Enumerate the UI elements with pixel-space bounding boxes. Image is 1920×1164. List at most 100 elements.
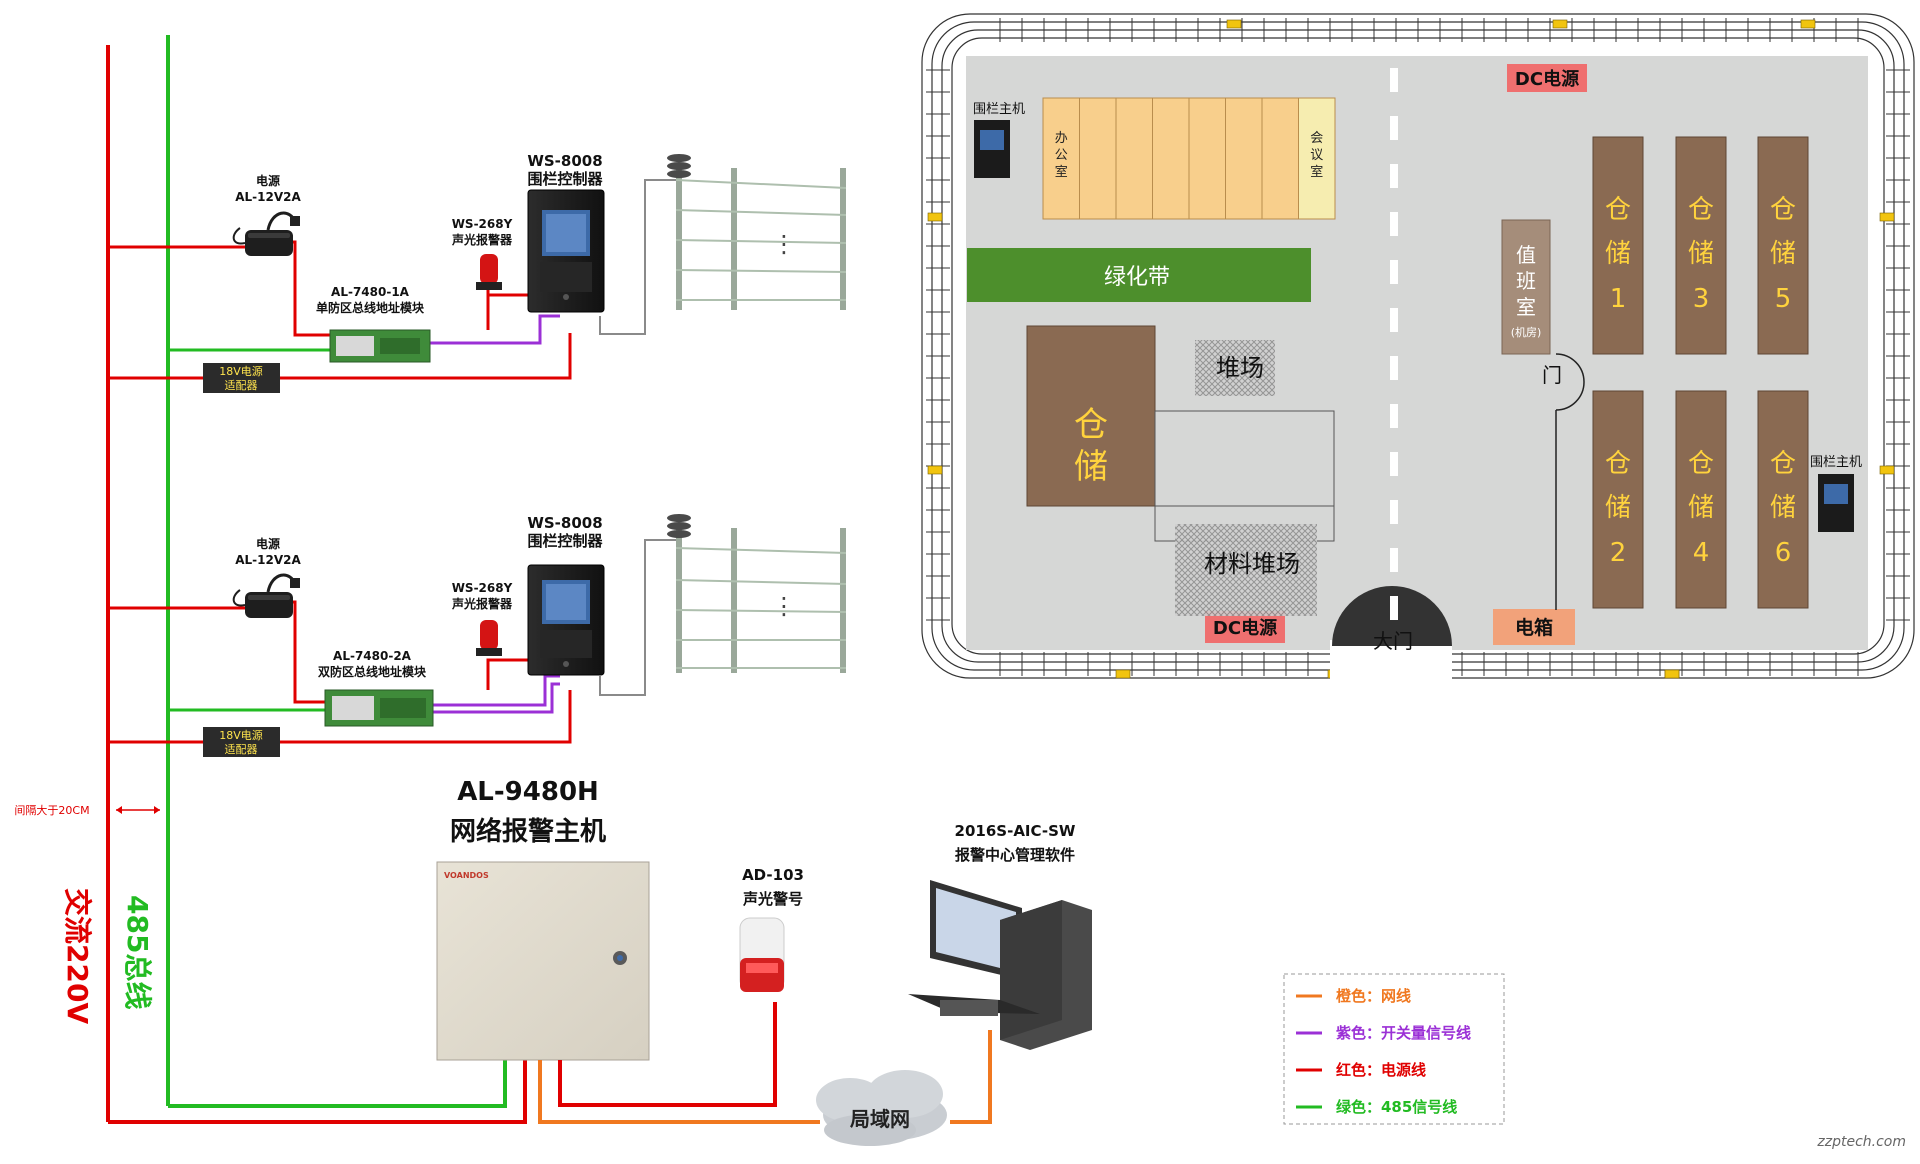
office-label-char: 室 <box>1055 164 1068 180</box>
host-box-brand: VOANDOS <box>444 871 489 880</box>
strobe-siren <box>739 917 785 992</box>
warehouse-char: 仓 <box>1770 449 1796 479</box>
module2-model: AL-7480-2A <box>333 649 412 663</box>
duty-room-char2: 班 <box>1516 269 1536 293</box>
warning-tag <box>1879 212 1895 222</box>
controller1-name: 围栏控制器 <box>527 170 603 188</box>
elec-box <box>1493 609 1575 645</box>
pc-network-cable <box>950 1030 992 1124</box>
siren1-name: 声光报警器 <box>451 232 513 247</box>
address-module-1 <box>329 329 431 363</box>
office-label-char: 公 <box>1055 148 1068 163</box>
fence2-dots: ⋮ <box>772 592 796 620</box>
fence1-dots: ⋮ <box>772 230 796 258</box>
warning-tag <box>1115 669 1131 679</box>
road-dash <box>1390 164 1398 188</box>
warning-tag <box>1552 19 1568 29</box>
road-dash <box>1390 452 1398 476</box>
warehouse-2 <box>1592 390 1644 609</box>
gate-gap <box>1330 640 1452 680</box>
bus-line-label: 485总线 <box>121 895 154 1009</box>
road-dash <box>1390 68 1398 92</box>
bus-bottom-run <box>168 1060 507 1108</box>
power-supply-2 <box>232 573 300 618</box>
warehouse-number: 4 <box>1693 538 1710 568</box>
warehouse-char: 仓 <box>1688 449 1714 479</box>
warehouse-number: 6 <box>1775 538 1792 568</box>
duty-room-char1: 值 <box>1516 243 1536 267</box>
fence-host-right-label: 围栏主机 <box>1810 455 1862 470</box>
warehouse-char: 储 <box>1688 239 1714 269</box>
lan-cloud: 局域网 <box>816 1070 947 1146</box>
controller1-model: WS-8008 <box>527 152 602 170</box>
office-cell <box>1225 97 1263 220</box>
road-dash <box>1390 500 1398 524</box>
road-dash <box>1390 548 1398 572</box>
fence-host-left-label: 围栏主机 <box>973 102 1025 117</box>
warehouse-number: 2 <box>1610 538 1627 568</box>
module1-model: AL-7480-1A <box>331 285 410 299</box>
fence-controller-2 <box>527 564 605 676</box>
material-pile <box>1175 524 1317 616</box>
adapter2-line1: 18V电源 <box>219 728 263 742</box>
road-dash <box>1390 308 1398 332</box>
warehouse-char: 仓 <box>1770 195 1796 225</box>
warehouse-1 <box>1592 136 1644 355</box>
warehouse-5 <box>1757 136 1809 355</box>
power-label-2: 电源 <box>256 536 280 551</box>
module1-name: 单防区总线地址模块 <box>316 300 425 315</box>
warehouse-3 <box>1675 136 1727 355</box>
office-cell <box>1261 97 1299 220</box>
warehouse-number: 5 <box>1775 284 1792 314</box>
siren1-model: WS-268Y <box>452 217 513 231</box>
alarm-model: AD-103 <box>742 866 804 884</box>
road-dash <box>1390 356 1398 380</box>
adapter-18v-1: 18V电源 适配器 <box>203 363 280 393</box>
fence-link-1 <box>599 179 680 335</box>
storage-main-char1: 仓 <box>1074 405 1108 445</box>
legend-label: 红色：电源线 <box>1336 1061 1426 1079</box>
duty-door-arc <box>1555 353 1585 411</box>
controller2-name: 围栏控制器 <box>527 532 603 550</box>
office-cell <box>1042 97 1080 220</box>
duty-room-sub: (机房) <box>1511 325 1542 339</box>
wiring-schematic: 电源 AL-12V2A AL-7480-1A 单防区总线地址模块 WS-268Y… <box>14 35 1505 1146</box>
adapter-18v-2: 18V电源 适配器 <box>203 727 280 757</box>
warehouse-char: 储 <box>1605 493 1631 523</box>
dc-power-top-label: DC电源 <box>1515 68 1579 90</box>
adapter1-line1: 18V电源 <box>219 364 263 378</box>
dc-power-top <box>1507 64 1587 92</box>
warning-tag <box>927 465 943 475</box>
workstation-pc <box>908 880 1092 1050</box>
dc-power-bottom <box>1205 611 1285 643</box>
host-to-siren-power <box>558 1002 777 1107</box>
warning-tag <box>1226 19 1242 29</box>
meeting-label-char: 室 <box>1310 164 1323 180</box>
warehouse-char: 仓 <box>1688 195 1714 225</box>
warehouse-char: 储 <box>1605 239 1631 269</box>
office-label-char: 办 <box>1055 131 1068 146</box>
warehouse-number: 3 <box>1693 284 1710 314</box>
signal-line-2a <box>430 674 560 707</box>
legend-label: 紫色：开关量信号线 <box>1336 1024 1471 1042</box>
material-yard-label: 材料堆场 <box>1204 550 1300 578</box>
duty-room-char3: 室 <box>1516 295 1536 319</box>
meeting-label-char: 议 <box>1310 148 1323 163</box>
warning-tag <box>1664 669 1680 679</box>
spacing-note: 间隔大于20CM <box>14 803 89 817</box>
power-to-module-2 <box>292 600 325 704</box>
controller2-model: WS-8008 <box>527 514 602 532</box>
yard-label: 堆场 <box>1216 354 1264 382</box>
green-belt <box>967 248 1311 302</box>
power-model-2: AL-12V2A <box>235 553 301 567</box>
adapter1-line2: 适配器 <box>225 379 258 392</box>
signal-line-2b <box>430 682 560 714</box>
elec-box-label: 电箱 <box>1515 616 1553 639</box>
host-model: AL-9480H <box>457 777 599 807</box>
address-module-2 <box>324 689 434 727</box>
storage-main-char2: 储 <box>1074 447 1108 487</box>
module2-name: 双防区总线地址模块 <box>318 664 427 679</box>
dc-power-bottom-label: DC电源 <box>1213 617 1277 639</box>
